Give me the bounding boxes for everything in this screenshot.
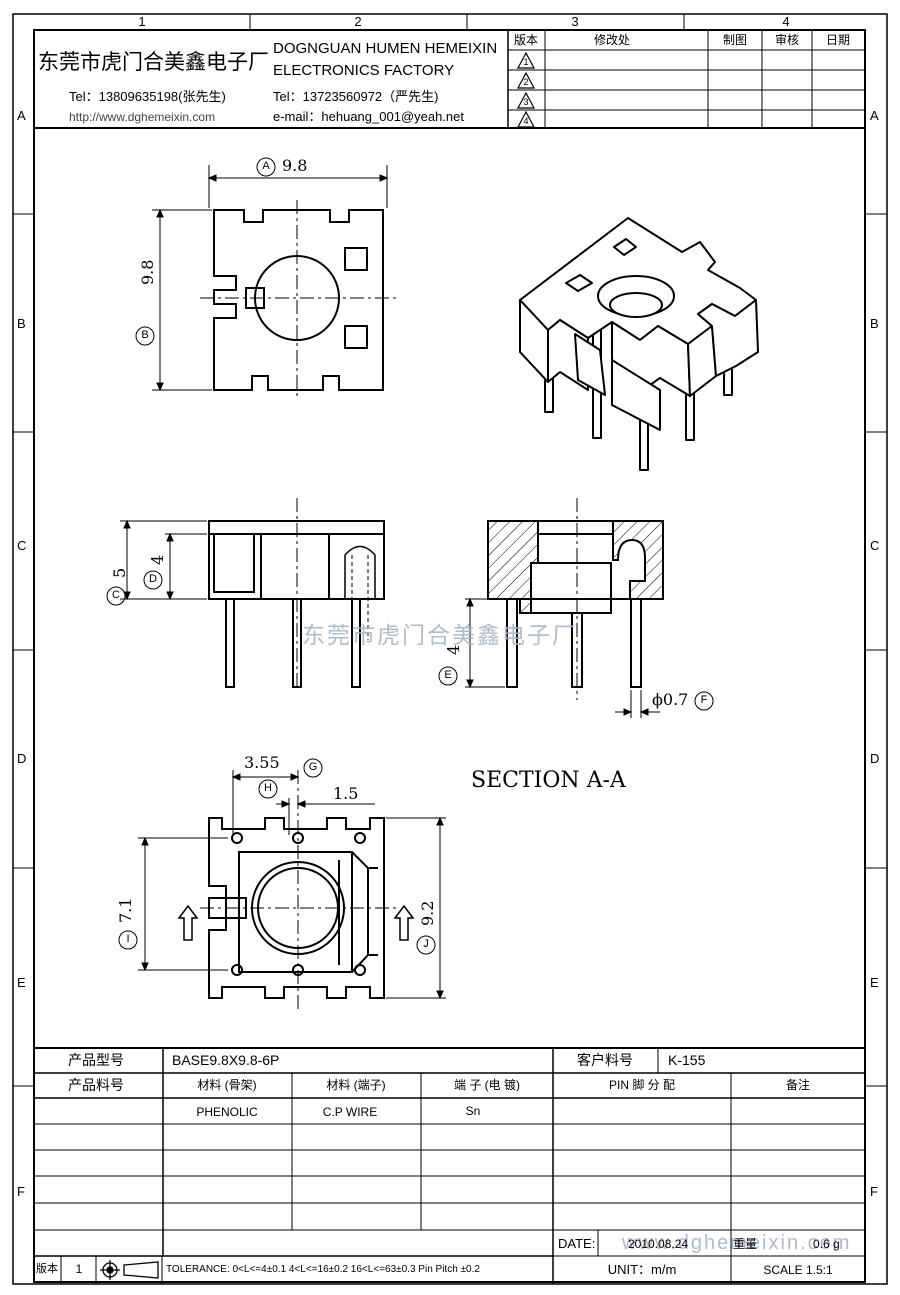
company-name-en-2: ELECTRONICS FACTORY [273, 62, 455, 79]
dim-i-value: 7.1 [116, 897, 135, 923]
customer-no-value: K-155 [668, 1052, 706, 1068]
section-arrow-left-icon [177, 904, 199, 941]
rev-header-drawn: 制图 [722, 33, 748, 47]
column-label-1: 1 [138, 14, 146, 29]
dim-a-value: 9.8 [282, 156, 308, 175]
dim-d-tag: D [149, 573, 157, 585]
dim-c-tag: C [112, 589, 120, 601]
material-bobbin-value: PHENOLIC [196, 1105, 258, 1119]
column-label-3: 3 [571, 14, 579, 29]
dim-b-tag: B [141, 329, 149, 341]
dim-i-tag: I [126, 933, 130, 945]
material-bobbin-label: 材料 (骨架) [197, 1078, 257, 1092]
dim-h-value: 1.5 [333, 784, 359, 803]
dim-f-value: ϕ0.7 [652, 690, 689, 709]
rev-header-checked: 审核 [774, 33, 800, 47]
row-label-b-left: B [17, 316, 26, 331]
rev-header-date: 日期 [825, 33, 851, 47]
dim-j-value: 9.2 [418, 900, 437, 926]
rev-mark-1: 1 [523, 57, 529, 67]
column-label-2: 2 [354, 14, 362, 29]
email-link[interactable]: e-mail：hehuang_001@yeah.net [273, 109, 464, 124]
tel-2: Tel：13723560972（严先生) [273, 89, 439, 104]
material-terminal-label: 材料 (端子) [326, 1078, 386, 1092]
product-no-label: 产品料号 [68, 1077, 124, 1093]
product-model-value: BASE9.8X9.8-6P [172, 1052, 280, 1068]
rev-header-version: 版本 [513, 33, 539, 47]
dim-e-tag: E [444, 669, 452, 681]
customer-no-label: 客户料号 [577, 1052, 633, 1068]
scale-note: SCALE 1.5:1 [763, 1263, 833, 1277]
rev-mark-4: 4 [523, 116, 529, 126]
row-label-e-left: E [17, 975, 26, 990]
row-label-c-left: C [17, 538, 27, 553]
dim-j-tag: J [423, 938, 429, 950]
front-view [208, 520, 385, 688]
row-label-a-right: A [870, 108, 879, 123]
tel-1: Tel：13809635198(张先生) [69, 89, 226, 104]
dim-g-tag: G [308, 761, 318, 773]
dim-b-value: 9.8 [138, 259, 157, 285]
section-arrow-right-icon [393, 904, 415, 941]
version-value: 1 [75, 1262, 83, 1276]
isometric-view [519, 217, 759, 471]
material-terminal-value: C.P WIRE [322, 1105, 378, 1119]
dim-f-tag: F [700, 694, 708, 706]
row-label-e-right: E [870, 975, 879, 990]
rev-mark-2: 2 [523, 77, 529, 87]
section-view [487, 520, 664, 688]
watermark-url: www.dghemeixin.com [622, 1232, 852, 1254]
dim-h-tag: H [264, 782, 272, 794]
tolerance-note: TOLERANCE: 0<L<=4±0.1 4<L<=16±0.2 16<L<=… [166, 1264, 480, 1275]
row-label-d-left: D [17, 751, 27, 766]
rev-header-change: 修改处 [593, 33, 631, 47]
date-value: 2010.08.24 [628, 1237, 689, 1251]
projection-symbol-icon [100, 1260, 159, 1280]
top-view [213, 209, 384, 391]
weight-label: 重量 [733, 1237, 758, 1251]
company-name-en-1: DOGNGUAN HUMEN HEMEIXIN [273, 40, 498, 57]
remark-label: 备注 [785, 1078, 811, 1092]
pin-assign-label: PIN 脚 分 配 [608, 1078, 676, 1092]
unit-note: UNIT：m/m [607, 1262, 677, 1277]
dim-c-value: 5 [110, 567, 129, 578]
column-label-4: 4 [782, 14, 790, 29]
rev-mark-3: 3 [523, 97, 529, 107]
terminal-plating-value: Sn [465, 1104, 481, 1118]
dim-a-tag: A [262, 160, 270, 172]
section-label: SECTION A-A [471, 768, 626, 793]
weight-value: 0.6 g [813, 1237, 840, 1251]
watermark-cn: 东莞市虎门合美鑫电子厂 [302, 622, 577, 648]
row-label-a-left: A [17, 108, 26, 123]
row-label-d-right: D [870, 751, 880, 766]
dim-d-value: 4 [148, 554, 167, 565]
website-link[interactable]: http://www.dghemeixin.com [69, 110, 216, 124]
date-label: DATE: [558, 1236, 596, 1251]
company-name-cn: 东莞市虎门合美鑫电子厂 [38, 51, 269, 74]
terminal-plating-label: 端 子 (电 镀) [454, 1078, 520, 1092]
version-label: 版本 [36, 1263, 58, 1275]
inner-frame [33, 29, 866, 1283]
row-label-f-right: F [870, 1184, 878, 1199]
row-label-c-right: C [870, 538, 880, 553]
row-label-f-left: F [17, 1184, 25, 1199]
outer-frame [12, 13, 888, 1285]
product-model-label: 产品型号 [68, 1052, 124, 1068]
row-label-b-right: B [870, 316, 879, 331]
dim-g-value: 3.55 [244, 753, 280, 772]
